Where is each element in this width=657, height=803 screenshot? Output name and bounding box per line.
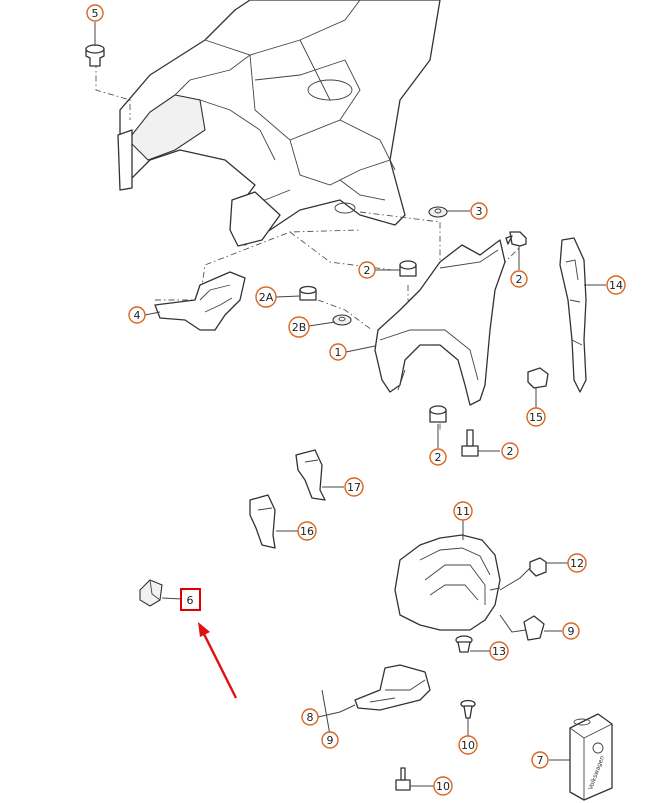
seal-strip-part-14 [559, 237, 587, 393]
buffer-part-6 [139, 579, 163, 607]
callout-16: 16 [297, 521, 317, 541]
package-part-7: Volkswagen [569, 713, 613, 801]
bolt-part-5 [85, 44, 105, 67]
bolt-part-2-right [505, 231, 527, 247]
front-body-structure [117, 0, 441, 247]
callout-1: 1 [329, 343, 347, 361]
red-pointer-arrow [198, 622, 238, 699]
callout-2-lower-right: 2 [501, 442, 519, 460]
callout-10-upper: 10 [458, 735, 478, 755]
svg-text:11: 11 [456, 505, 470, 518]
svg-text:12: 12 [570, 557, 584, 570]
svg-text:1: 1 [335, 346, 342, 359]
nut-part-2A [299, 285, 317, 301]
svg-text:10: 10 [461, 739, 475, 752]
svg-text:10: 10 [436, 780, 450, 793]
callout-17: 17 [344, 477, 364, 497]
clip-part-12 [529, 557, 547, 577]
svg-text:9: 9 [327, 734, 334, 747]
callout-2-upper: 2 [358, 261, 376, 279]
callout-2-lower-left: 2 [429, 448, 447, 466]
callout-13: 13 [489, 641, 509, 661]
svg-text:2B: 2B [292, 321, 307, 334]
callout-3: 3 [470, 202, 488, 220]
bolt-part-2-lower-right [461, 429, 479, 457]
svg-text:14: 14 [609, 279, 623, 292]
bracket-part-16 [249, 494, 276, 549]
svg-text:3: 3 [476, 205, 483, 218]
callout-2A: 2A [255, 286, 277, 308]
clip-part-15 [527, 367, 549, 389]
screw-part-10-upper [460, 699, 476, 719]
grommet-part-3 [428, 206, 448, 218]
bracket-part-4 [154, 271, 246, 331]
bracket-part-17 [295, 449, 326, 501]
svg-text:2: 2 [516, 273, 523, 286]
wheel-housing-liner-part-11 [394, 534, 501, 631]
svg-text:5: 5 [92, 7, 99, 20]
svg-text:2: 2 [364, 264, 371, 277]
bolt-part-2-lower-left [429, 405, 447, 423]
washer-part-2B [332, 314, 352, 326]
callout-2-right: 2 [510, 270, 528, 288]
svg-text:7: 7 [537, 754, 544, 767]
svg-text:8: 8 [307, 711, 314, 724]
callout-8: 8 [301, 708, 319, 726]
callout-10-lower: 10 [433, 776, 453, 796]
svg-text:9: 9 [568, 625, 575, 638]
callout-4: 4 [128, 306, 146, 324]
svg-text:6: 6 [187, 594, 194, 607]
callout-14: 14 [606, 275, 626, 295]
svg-text:2A: 2A [259, 291, 274, 304]
svg-text:4: 4 [134, 309, 141, 322]
callout-9-bottom: 9 [321, 731, 339, 749]
callout-6-highlighted: 6 [180, 588, 201, 611]
svg-text:13: 13 [492, 645, 506, 658]
callout-12: 12 [567, 553, 587, 573]
trim-panel-part-8 [354, 664, 431, 711]
svg-text:2: 2 [507, 445, 514, 458]
svg-text:17: 17 [347, 481, 361, 494]
svg-text:2: 2 [435, 451, 442, 464]
callout-2B: 2B [288, 316, 310, 338]
svg-text:15: 15 [529, 411, 543, 424]
callout-9-right: 9 [562, 622, 580, 640]
callout-15: 15 [526, 407, 546, 427]
screw-part-13 [455, 635, 473, 653]
screw-part-10-lower [395, 767, 411, 791]
fender-part-1 [374, 239, 506, 406]
svg-text:16: 16 [300, 525, 314, 538]
callout-7: 7 [531, 751, 549, 769]
leader-lines [94, 22, 606, 787]
clip-part-9-right [523, 615, 545, 641]
bolt-part-2-upper [399, 260, 417, 277]
callout-11: 11 [453, 501, 473, 521]
callout-5: 5 [86, 4, 104, 22]
